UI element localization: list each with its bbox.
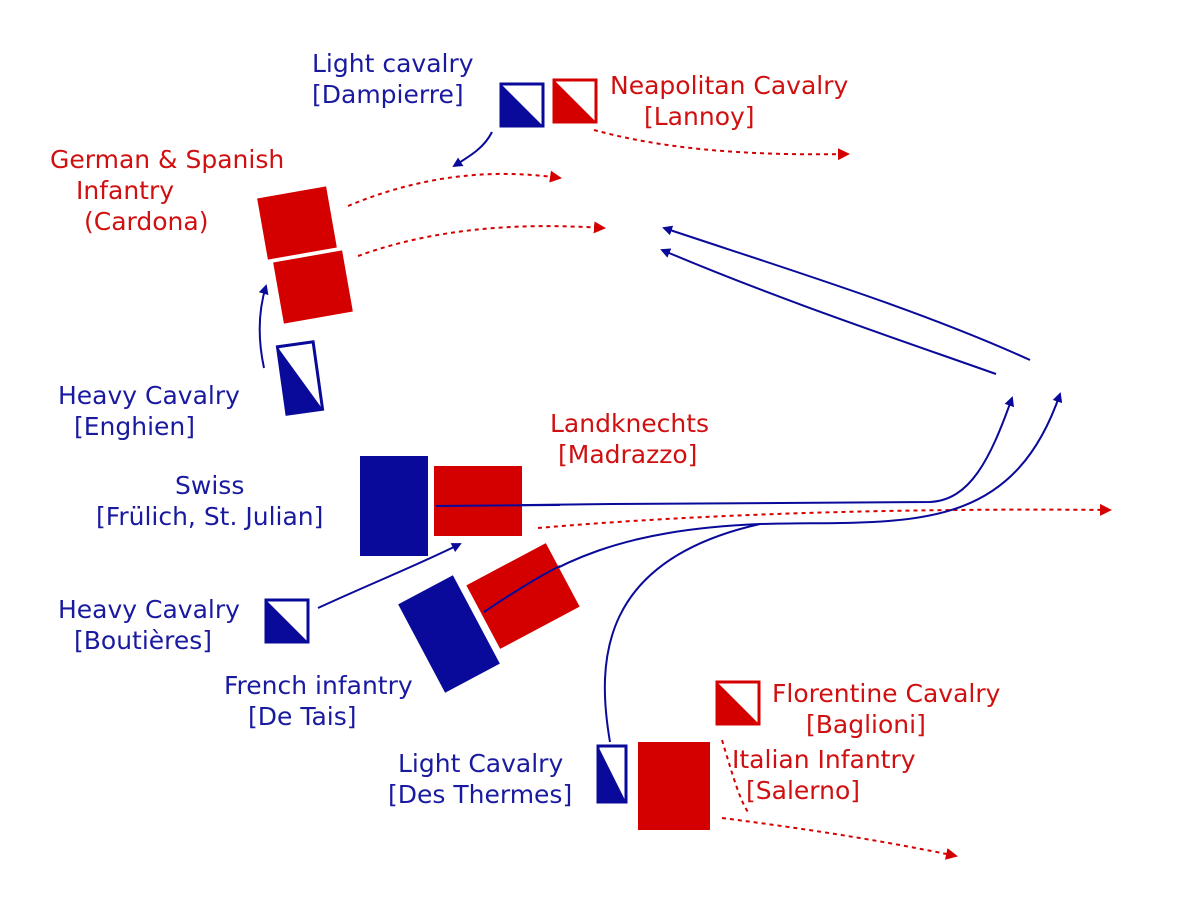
enghien-unit xyxy=(275,340,325,416)
lannoy-label-line-2: [Lannoy] xyxy=(644,102,755,131)
swiss-label-line-2: [Frülich, St. Julian] xyxy=(96,502,324,531)
swiss-label: Swiss [Frülich, St. Julian] xyxy=(96,470,323,532)
dampierre-unit xyxy=(499,82,545,128)
detais-unit xyxy=(398,575,500,693)
boutieres-label-line-1: Heavy Cavalry xyxy=(58,595,240,624)
salerno-label-line-2: [Salerno] xyxy=(746,776,861,805)
cardona-advance-arrow-1 xyxy=(347,170,562,207)
enghien-label-line-2: [Enghien] xyxy=(74,412,196,441)
swiss-pursuit-arrow xyxy=(435,396,1015,507)
cardona-block-1 xyxy=(257,186,337,260)
enghien-label-line-1: Heavy Cavalry xyxy=(58,381,240,410)
cardona-label-line-1: German & Spanish xyxy=(50,145,285,174)
lannoy-unit xyxy=(552,78,598,124)
dampierre-label: Light cavalry [Dampierre] xyxy=(312,48,474,110)
cardona-advance-arrow-2 xyxy=(357,221,606,257)
cardona-label-line-2: Infantry xyxy=(76,176,175,205)
madrazzo-unit xyxy=(434,466,522,536)
salerno-unit xyxy=(638,742,710,830)
detais-label: French infantry [De Tais] xyxy=(224,670,413,732)
cardona-label-line-3: (Cardona) xyxy=(84,207,209,236)
desthermes-label-line-2: [Des Thermes] xyxy=(388,780,573,809)
detais-line-overlay xyxy=(483,565,561,613)
boutieres-unit xyxy=(264,598,310,644)
desthermes-pursuit-arrow xyxy=(603,523,761,743)
desthermes-unit xyxy=(596,744,628,804)
desthermes-label-line-1: Light Cavalry xyxy=(398,749,564,778)
dampierre-move-arrow xyxy=(452,131,493,168)
baglioni-unit xyxy=(715,680,761,726)
swiss-label-line-1: Swiss xyxy=(175,471,245,500)
madrazzo-label-line-2: [Madrazzo] xyxy=(558,440,698,469)
detais-label-line-1: French infantry xyxy=(224,671,413,700)
salerno-label-line-1: Italian Infantry xyxy=(732,745,916,774)
baglioni-label-line-2: [Baglioni] xyxy=(806,710,926,739)
dampierre-label-line-2: [Dampierre] xyxy=(312,80,464,109)
dampierre-label-line-1: Light cavalry xyxy=(312,49,474,78)
desthermes-label: Light Cavalry [Des Thermes] xyxy=(388,748,572,810)
return-arrow-1 xyxy=(660,248,997,375)
salerno-retreat-arrow xyxy=(721,817,958,860)
swiss-line-overlay xyxy=(435,504,561,507)
cardona-block-2 xyxy=(273,250,353,324)
detais-pursuit-arrow xyxy=(483,392,1063,613)
return-arrow-2 xyxy=(662,225,1031,361)
salerno-advance-arrow xyxy=(721,739,749,813)
boutieres-move-arrow xyxy=(317,543,462,609)
lannoy-advance-arrow xyxy=(593,129,850,161)
salerno-label: Italian Infantry [Salerno] xyxy=(732,744,916,806)
cardona-label: German & Spanish Infantry (Cardona) xyxy=(50,144,284,237)
lannoy-label-line-1: Neapolitan Cavalry xyxy=(610,71,849,100)
enghien-move-arrow xyxy=(258,284,269,369)
swiss-unit xyxy=(360,456,428,556)
madrazzo-label: Landknechts [Madrazzo] xyxy=(550,408,709,470)
enghien-label: Heavy Cavalry [Enghien] xyxy=(58,380,240,442)
baglioni-label: Florentine Cavalry [Baglioni] xyxy=(772,678,1000,740)
detais-label-line-2: [De Tais] xyxy=(248,702,357,731)
boutieres-label-line-2: [Boutières] xyxy=(74,626,213,655)
lannoy-label: Neapolitan Cavalry [Lannoy] xyxy=(610,70,848,132)
madrazzo-advance-arrow xyxy=(537,503,1112,529)
boutieres-label: Heavy Cavalry [Boutières] xyxy=(58,594,240,656)
baglioni-label-line-1: Florentine Cavalry xyxy=(772,679,1001,708)
madrazzo-label-line-1: Landknechts xyxy=(550,409,710,438)
